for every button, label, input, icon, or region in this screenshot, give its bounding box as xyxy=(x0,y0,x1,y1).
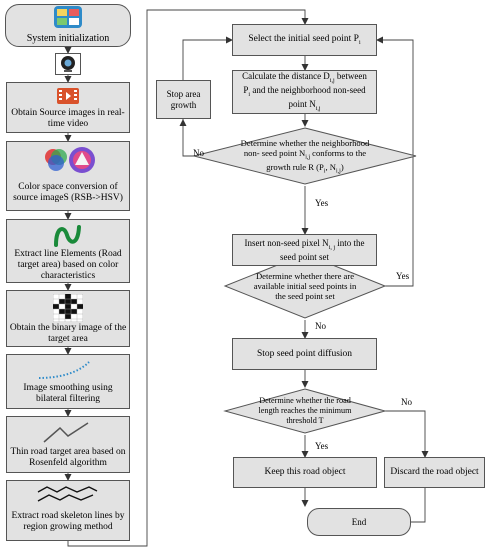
binary-image-box: Obtain the binary image of the target ar… xyxy=(6,290,130,347)
wave-line-icon xyxy=(54,225,81,247)
binary-image-label: Obtain the binary image of the target ar… xyxy=(9,323,127,344)
insert-pixel-label: Insert non-seed pixel Ni, j into the see… xyxy=(244,237,365,262)
color-conversion-label: Color space conversion of source imageS … xyxy=(13,181,123,203)
label-no-1: No xyxy=(193,148,204,158)
extract-line-label: Extract line Elements (Road target area)… xyxy=(14,249,122,281)
select-seed-box: Select the initial seed point Pi xyxy=(232,24,377,56)
select-seed-label: Select the initial seed point Pi xyxy=(248,33,361,46)
end-label: End xyxy=(351,517,367,527)
decision3-text: Determine whether the road length reache… xyxy=(258,396,352,425)
decision1-shape xyxy=(193,127,417,185)
end-box: End xyxy=(307,508,411,536)
zigzag-lines-icon xyxy=(37,486,98,502)
dotted-curve-icon xyxy=(38,361,90,379)
label-yes-3: Yes xyxy=(315,441,329,451)
stop-diffusion-box: Stop seed point diffusion xyxy=(232,338,377,370)
label-no-2: No xyxy=(315,321,326,331)
stop-growth-box: Stop area growth xyxy=(156,80,211,119)
insert-pixel-box: Insert non-seed pixel Ni, j into the see… xyxy=(232,234,377,266)
pixel-grid-icon xyxy=(53,294,83,322)
color-conversion-box: Color space conversion of source imageS … xyxy=(6,141,130,211)
decision1-text: Determine whether the neighborhood non- … xyxy=(240,137,370,175)
obtain-source-label: Obtain Source images in real-time video xyxy=(11,108,125,129)
extract-skeleton-box: Extract road skeleton lines by region gr… xyxy=(6,480,130,541)
decision2-text: Determine whether there are available in… xyxy=(253,270,357,302)
extract-skeleton-label: Extract road skeleton lines by region gr… xyxy=(11,511,125,532)
video-clip-icon xyxy=(57,88,79,104)
calc-distance-label: Calculate the distance Di,j between Pi a… xyxy=(242,71,367,112)
discard-road-box: Discard the road object xyxy=(384,457,485,488)
webcam-icon xyxy=(61,56,75,72)
polyline-icon xyxy=(43,422,89,443)
decision3-shape xyxy=(223,388,387,434)
thin-road-box: Thin road target area based on Rosenfeld… xyxy=(6,416,130,473)
calc-distance-box: Calculate the distance Di,j between Pi a… xyxy=(232,70,377,114)
keep-road-box: Keep this road object xyxy=(233,457,377,488)
label-yes-1: Yes xyxy=(315,198,329,208)
extract-line-box: Extract line Elements (Road target area)… xyxy=(6,219,130,283)
stop-growth-label: Stop area growth xyxy=(166,89,201,110)
label-yes-2: Yes xyxy=(396,271,410,281)
color-wheel-icon xyxy=(45,147,95,173)
app-icon xyxy=(54,6,82,28)
stop-diffusion-label: Stop seed point diffusion xyxy=(256,348,353,359)
obtain-source-box: Obtain Source images in real-time video xyxy=(6,82,130,133)
smoothing-label: Image smoothing using bilateral filterin… xyxy=(23,383,113,404)
system-init-label: System initialization xyxy=(26,33,110,44)
keep-road-label: Keep this road object xyxy=(264,467,346,478)
thin-road-label: Thin road target area based on Rosenfeld… xyxy=(10,447,126,468)
webcam-box xyxy=(55,53,81,75)
label-no-3: No xyxy=(401,397,412,407)
discard-road-label: Discard the road object xyxy=(390,467,479,478)
decision2-shape xyxy=(223,253,387,319)
smoothing-box: Image smoothing using bilateral filterin… xyxy=(6,354,130,409)
